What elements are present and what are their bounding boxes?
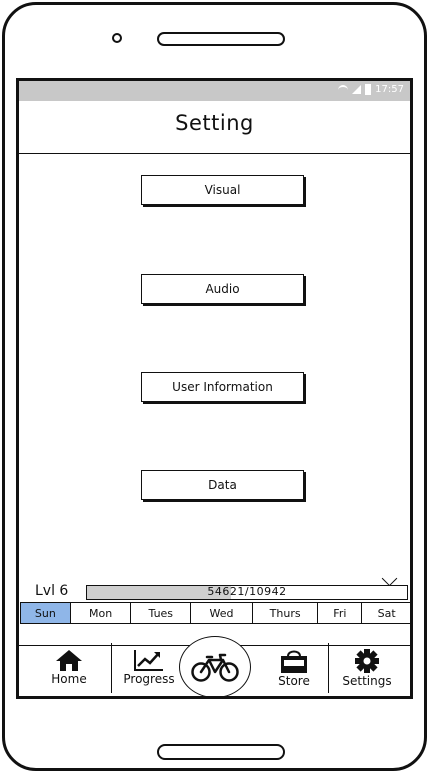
title-divider bbox=[19, 153, 410, 154]
app-screen: 17:57 Setting Visual Audio User Informat… bbox=[16, 78, 413, 699]
chevron-down-icon[interactable] bbox=[381, 570, 398, 587]
nav-separator bbox=[328, 643, 329, 693]
nav-settings[interactable]: Settings bbox=[338, 648, 396, 696]
nav-store[interactable]: Store bbox=[272, 648, 316, 696]
visual-button[interactable]: Visual bbox=[141, 175, 304, 205]
data-button[interactable]: Data bbox=[141, 470, 304, 500]
wifi-icon bbox=[338, 84, 349, 95]
status-bar: 17:57 bbox=[19, 81, 410, 101]
day-tues[interactable]: Tues bbox=[131, 603, 192, 623]
day-wed[interactable]: Wed bbox=[191, 603, 253, 623]
home-hardware-button[interactable] bbox=[157, 744, 285, 760]
nav-separator bbox=[111, 643, 112, 693]
nav-settings-label: Settings bbox=[342, 674, 392, 688]
nav-home-label: Home bbox=[51, 672, 87, 686]
day-thurs[interactable]: Thurs bbox=[253, 603, 319, 623]
battery-icon bbox=[365, 84, 372, 95]
chart-icon bbox=[134, 650, 163, 671]
level-label: Lvl 6 bbox=[35, 583, 69, 599]
user-information-button[interactable]: User Information bbox=[141, 372, 304, 402]
nav-home[interactable]: Home bbox=[47, 648, 91, 696]
audio-button[interactable]: Audio bbox=[141, 274, 304, 304]
day-sat[interactable]: Sat bbox=[377, 606, 396, 620]
day-selector: Sun Mon Tues Wed Thurs Fri Sat bbox=[20, 602, 410, 624]
camera-icon bbox=[112, 33, 122, 43]
nav-ride[interactable] bbox=[179, 636, 251, 696]
status-icons: 17:57 bbox=[338, 84, 404, 95]
nav-store-label: Store bbox=[278, 674, 310, 688]
gear-icon bbox=[355, 649, 379, 673]
level-progress-bar: 54621/10942 bbox=[86, 585, 408, 600]
day-fri[interactable]: Fri bbox=[318, 603, 363, 623]
level-progress-fill bbox=[87, 586, 231, 599]
nav-progress[interactable]: Progress bbox=[119, 648, 179, 696]
shopping-bag-icon bbox=[281, 650, 307, 673]
day-mon[interactable]: Mon bbox=[71, 603, 132, 623]
bicycle-icon bbox=[191, 653, 239, 682]
level-progress-text: 54621/10942 bbox=[207, 585, 287, 598]
nav-progress-label: Progress bbox=[123, 672, 175, 686]
page-title: Setting bbox=[175, 111, 254, 135]
home-icon bbox=[56, 650, 82, 671]
signal-icon bbox=[352, 85, 362, 94]
speaker-grille bbox=[157, 32, 285, 46]
day-sun[interactable]: Sun bbox=[21, 603, 71, 623]
status-time: 17:57 bbox=[375, 84, 404, 95]
